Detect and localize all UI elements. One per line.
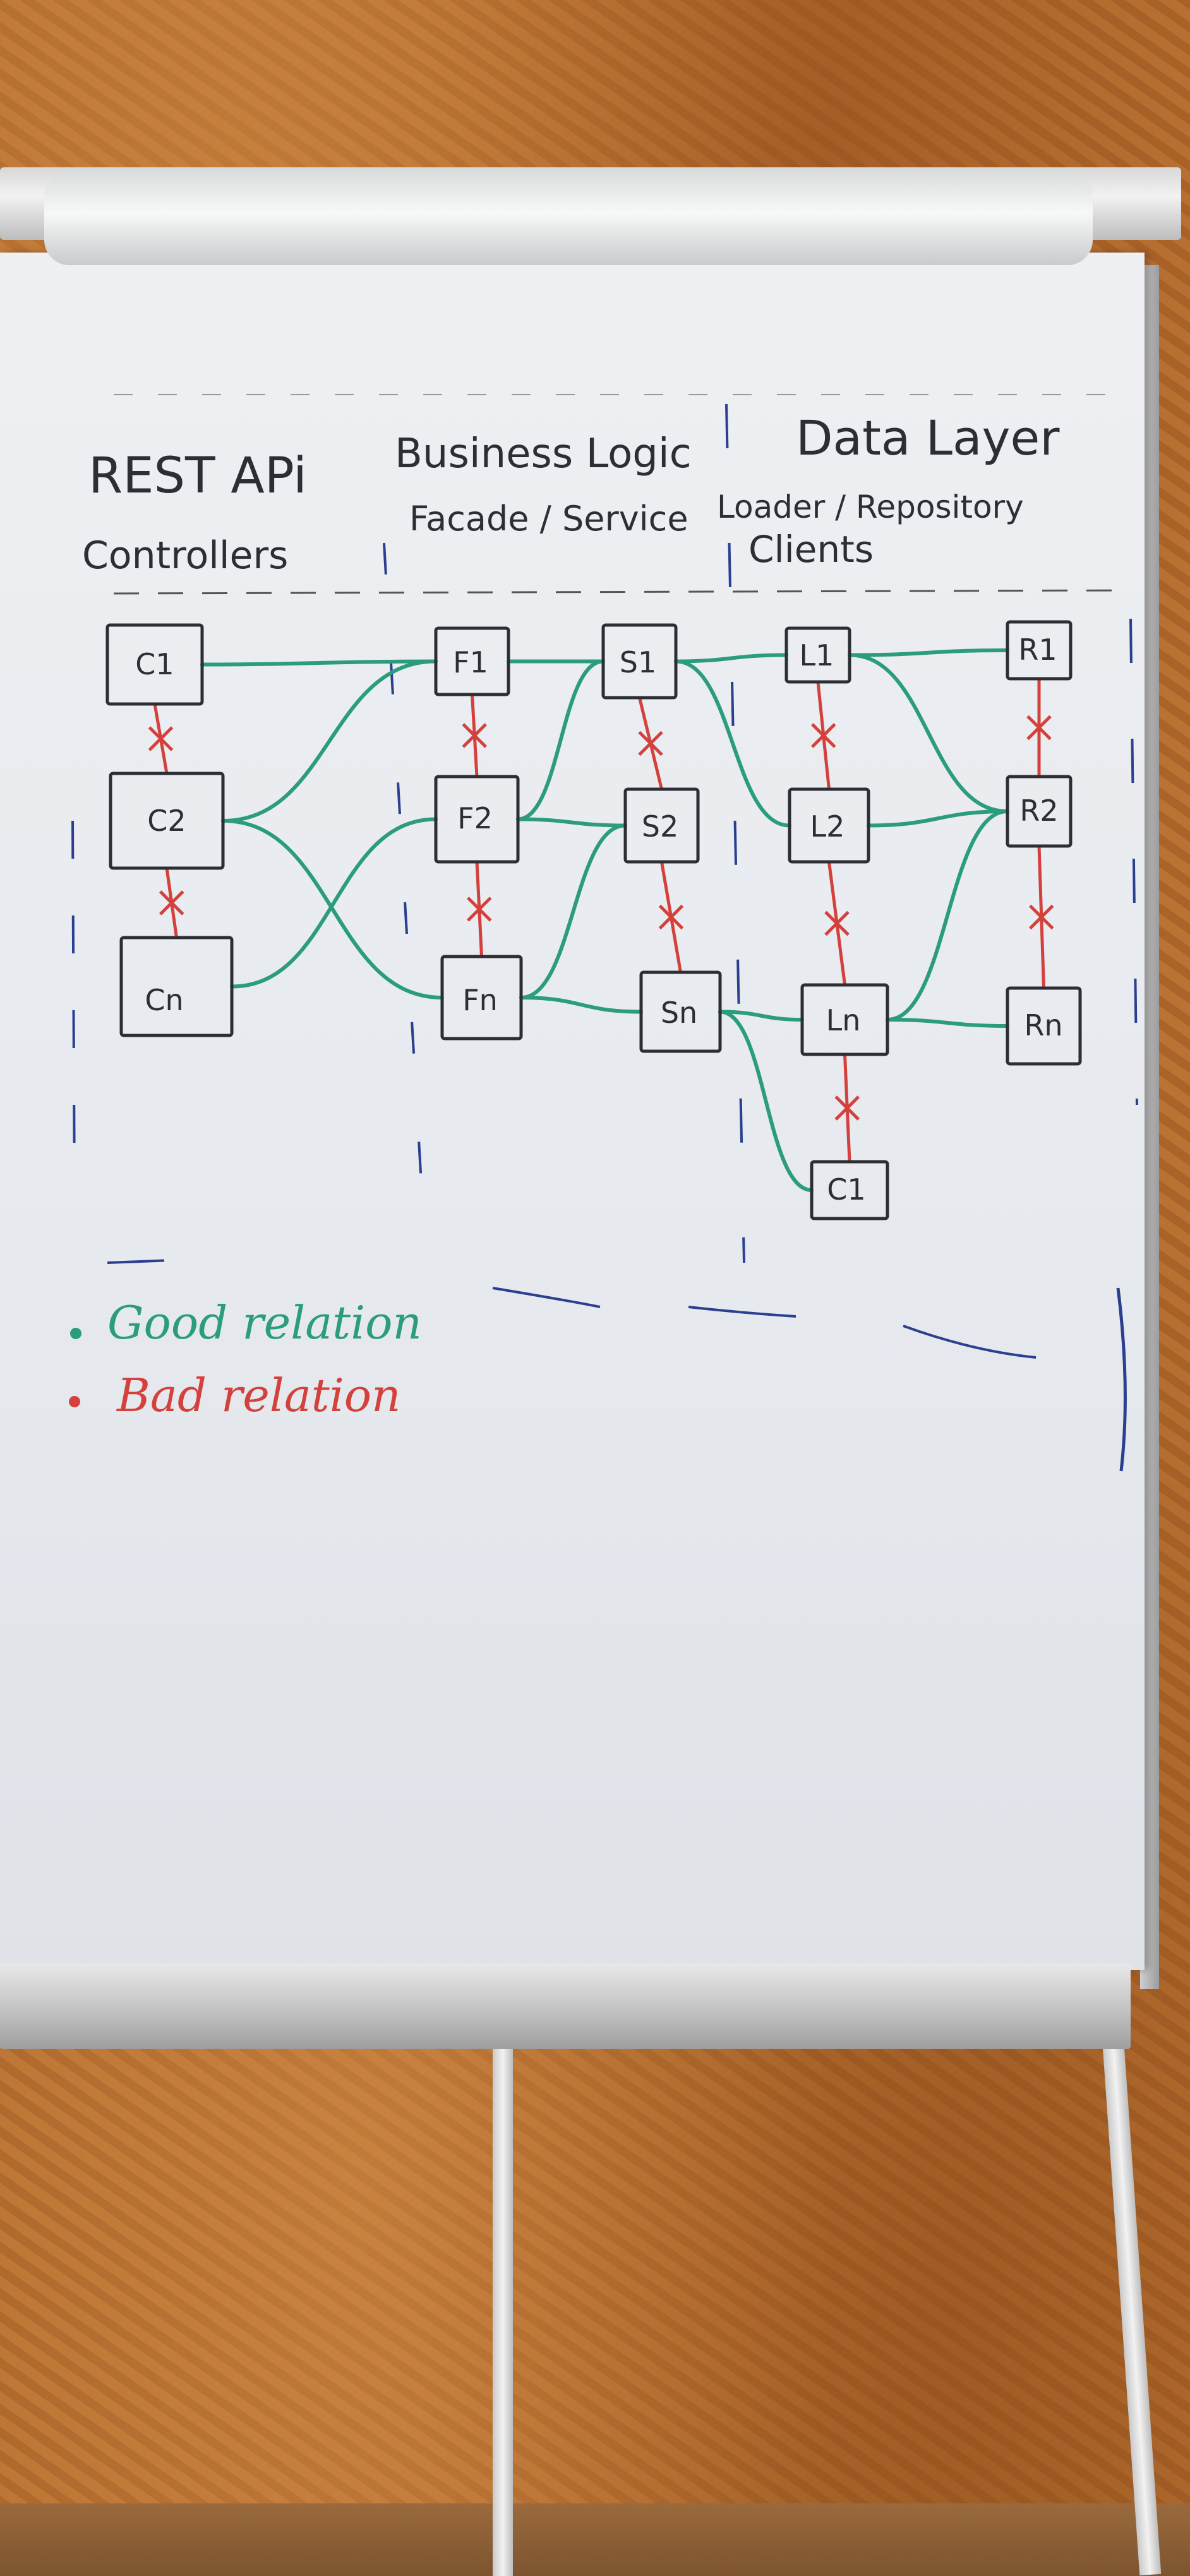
good-edge-f2-s2 (516, 817, 627, 828)
node-f2-label: F2 (457, 801, 493, 835)
node-r1: R1 (1006, 620, 1073, 681)
bad-edge-c1-c2 (148, 703, 174, 774)
floor (0, 2503, 1190, 2576)
node-r1-label: R1 (1018, 633, 1057, 667)
good-edge-fn-sn (519, 996, 643, 1014)
bad-edge-ln-cl1 (834, 1054, 860, 1162)
good-edge-s1-l1 (674, 653, 788, 664)
node-fn-label: Fn (462, 983, 498, 1017)
good-edge-c2-fn (221, 819, 444, 999)
node-s2: S2 (623, 787, 700, 864)
good-edge-sn-ln (718, 1010, 804, 1022)
good-edge-l1-r1 (848, 648, 1009, 657)
bad-edge-r2-rn (1028, 845, 1054, 989)
node-sn: Sn (639, 970, 722, 1053)
good-edge-c1-f1 (200, 659, 438, 667)
good-relations (200, 648, 1009, 1192)
good-edge-ln-rn (886, 1018, 1009, 1028)
legend: Good relation Bad relation (69, 1296, 422, 1422)
node-f1: F1 (434, 626, 510, 696)
layer-header-data: Data Layer Loader / Repository Clients (717, 410, 1060, 571)
node-l1: L1 (784, 626, 851, 684)
node-rn-label: Rn (1024, 1008, 1062, 1042)
bad-edge-s1-s2 (638, 697, 663, 790)
node-c1: C1 (105, 623, 204, 706)
node-l2: L2 (788, 787, 870, 864)
good-edge-l2-r2 (867, 809, 1009, 828)
nodes: C1 C2 Cn F1 F2 Fn S1 S2 (105, 620, 1082, 1220)
legend-good-dot (70, 1328, 81, 1339)
layer-subtitle-data: Loader / Repository (717, 489, 1024, 525)
bad-relations (148, 679, 1054, 1162)
layer-header-rest: REST APi Controllers (82, 448, 307, 578)
node-r2: R2 (1006, 775, 1073, 848)
good-edge-s1-l2 (674, 659, 791, 828)
node-l2-label: L2 (810, 809, 845, 844)
node-l1-label: L1 (800, 638, 834, 672)
legend-bad-label: Bad relation (116, 1369, 400, 1422)
bad-edge-f2-fn (466, 861, 492, 957)
paper-roll (44, 170, 1093, 265)
header-divider (113, 394, 1131, 595)
legend-bad-dot (69, 1396, 80, 1407)
good-edge-cn-f2 (230, 817, 438, 989)
whiteboard (0, 253, 1145, 1970)
node-rn: Rn (1006, 986, 1082, 1066)
node-s1-label: S1 (620, 645, 656, 679)
bad-edge-r1-r2 (1026, 679, 1052, 777)
node-fn: Fn (440, 955, 523, 1041)
node-r2-label: R2 (1019, 794, 1058, 828)
layer-subtitle-business: Facade / Service (409, 499, 688, 539)
bad-edge-c2-cn (159, 868, 184, 938)
marker-tray (0, 1964, 1131, 2049)
node-c2: C2 (109, 772, 225, 870)
layer-title-business: Business Logic (395, 431, 692, 477)
layer-title-data: Data Layer (796, 410, 1060, 466)
node-client1-label: C1 (827, 1172, 865, 1207)
node-cn: Cn (119, 936, 234, 1037)
bad-edge-f1-f2 (462, 694, 488, 777)
good-edge-sn-cl1 (718, 1010, 814, 1192)
node-s1: S1 (601, 623, 678, 700)
node-f2: F2 (434, 775, 520, 864)
good-edge-l1-r2 (848, 653, 1009, 813)
layer-header-business: Business Logic Facade / Service (395, 431, 692, 539)
layer-subtitle-rest: Controllers (82, 534, 288, 578)
good-edge-c2-f1 (221, 659, 438, 823)
node-f1-label: F1 (453, 645, 488, 679)
node-sn-label: Sn (661, 996, 697, 1030)
bad-edge-l2-ln (824, 861, 850, 986)
easel-leg-left (493, 2039, 513, 2576)
node-s2-label: S2 (642, 809, 678, 844)
node-cn-label: Cn (145, 983, 183, 1017)
node-client1: C1 (810, 1160, 889, 1220)
legend-good-label: Good relation (107, 1296, 422, 1349)
layer-subtitle2-data: Clients (748, 528, 874, 571)
good-edge-fn-s2 (519, 823, 627, 999)
bad-edge-s2-sn (658, 861, 684, 973)
node-ln-label: Ln (826, 1003, 861, 1037)
node-c1-label: C1 (135, 647, 174, 681)
node-c2-label: C2 (147, 804, 186, 838)
node-ln: Ln (800, 983, 889, 1056)
bad-edge-l1-l2 (810, 681, 836, 790)
good-edge-f2-s1 (516, 659, 605, 821)
good-edge-ln-r2 (886, 809, 1009, 1022)
column-dividers (71, 403, 1138, 1472)
layer-title-rest: REST APi (88, 448, 307, 504)
